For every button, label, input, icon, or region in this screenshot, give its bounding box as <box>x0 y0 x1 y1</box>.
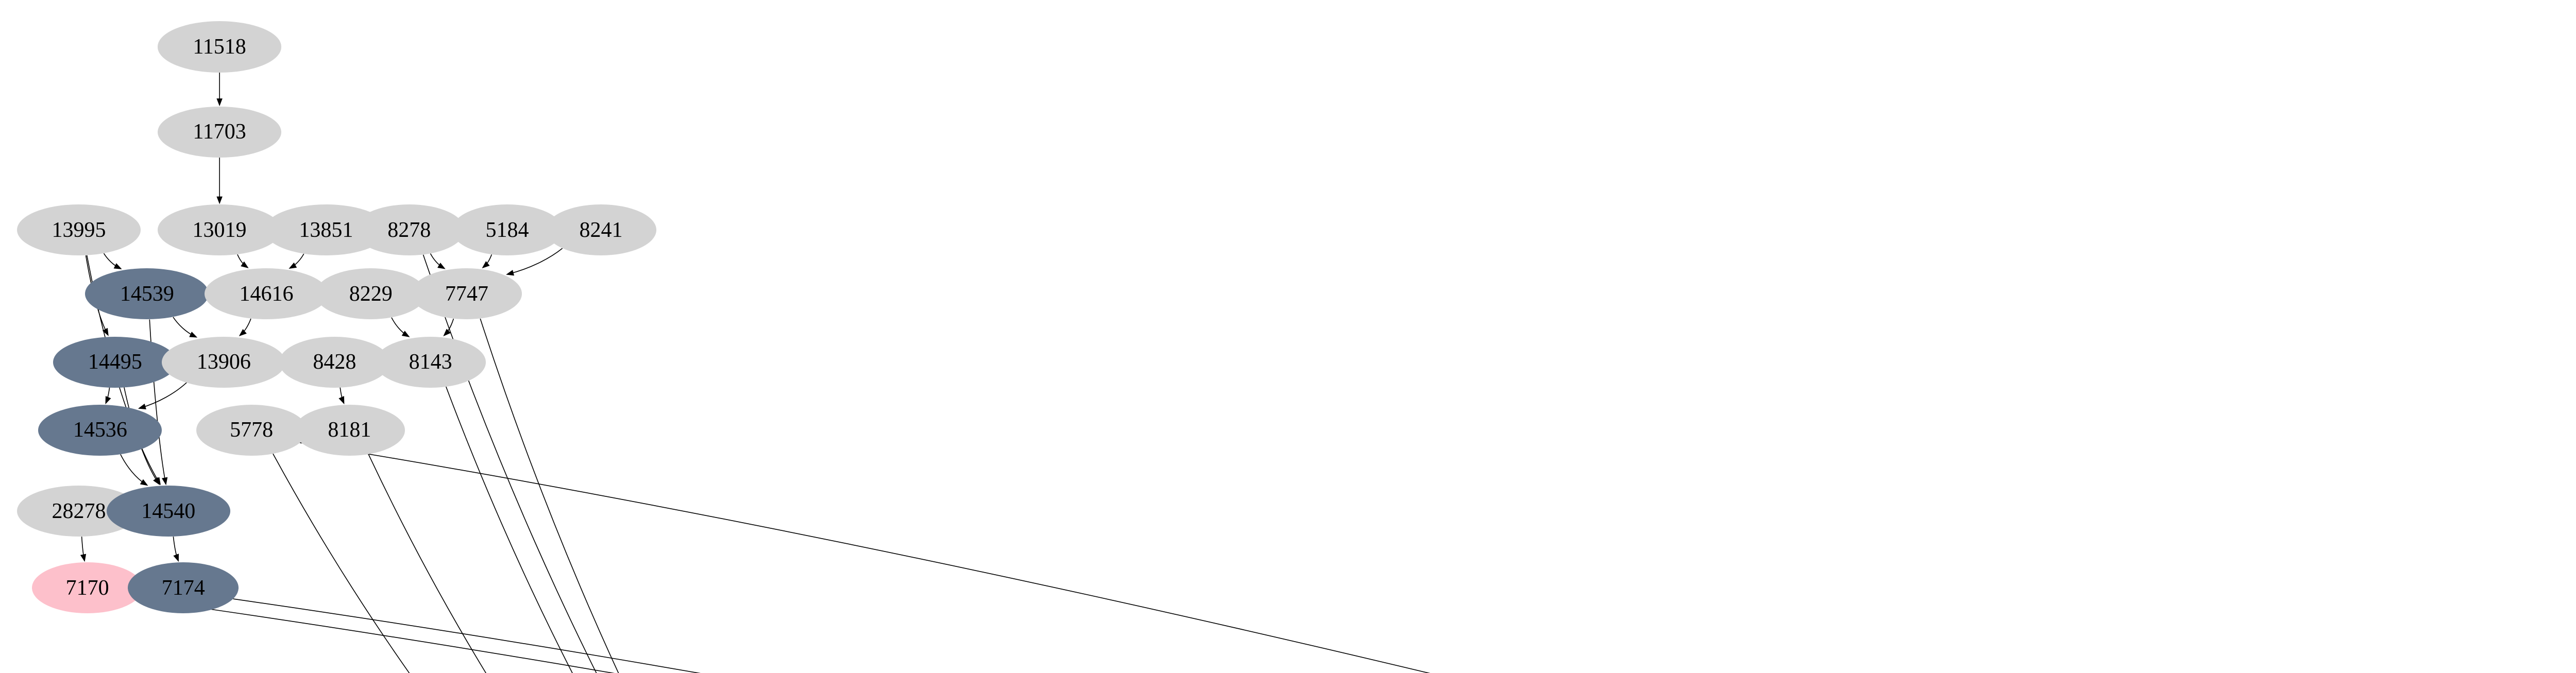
graph-edge <box>273 453 410 673</box>
graph-node-label: 13019 <box>192 218 247 242</box>
graph-edge <box>106 387 110 402</box>
graph-node-label: 5184 <box>485 218 529 242</box>
graph-node-8241[interactable]: 8241 <box>545 204 657 256</box>
graph-node-13019[interactable]: 13019 <box>158 204 281 256</box>
graph-node-label: 8428 <box>313 350 357 374</box>
graph-edge-arrowhead <box>437 263 446 269</box>
graph-node-5778[interactable]: 5778 <box>196 404 307 456</box>
graph-node-11703[interactable]: 11703 <box>158 106 281 158</box>
graph-node-label: 11518 <box>193 34 246 59</box>
graph-node-7747[interactable]: 7747 <box>411 268 522 320</box>
graph-edge <box>233 598 701 673</box>
graph-edge-arrowhead <box>216 98 223 107</box>
graph-edge <box>140 382 187 408</box>
graph-edge-arrowhead <box>189 332 198 338</box>
graph-node-label: 14495 <box>88 350 142 374</box>
graph-edge <box>422 254 597 673</box>
graph-node-label: 13906 <box>196 350 251 374</box>
graph-edge-arrowhead <box>153 477 160 486</box>
graph-edge-arrowhead <box>241 261 249 269</box>
graph-node-label: 8143 <box>409 350 452 374</box>
graph-node-14616[interactable]: 14616 <box>205 268 328 320</box>
graph-node-label: 14540 <box>141 499 196 523</box>
graph-node-8428[interactable]: 8428 <box>279 336 390 388</box>
graph-edge <box>103 253 120 269</box>
graph-node-label: 13995 <box>52 218 106 242</box>
graph-edge-arrowhead <box>113 263 122 269</box>
graph-edge <box>445 318 454 335</box>
graph-node-5184[interactable]: 5184 <box>451 204 563 256</box>
graph-node-14540[interactable]: 14540 <box>106 486 230 537</box>
graph-edge-arrowhead <box>506 270 514 276</box>
graph-edge <box>173 317 195 337</box>
graph-node-8229[interactable]: 8229 <box>315 268 427 320</box>
graph-edge-arrowhead <box>154 477 161 486</box>
graph-edge-arrowhead <box>173 554 179 562</box>
graph-edge <box>368 454 487 673</box>
graph-edge <box>445 386 573 673</box>
graph-node-label: 7174 <box>161 576 205 600</box>
graph-edge <box>299 442 1431 673</box>
graph-edge-arrowhead <box>239 329 247 337</box>
graph-edge-arrowhead <box>105 396 111 405</box>
graph-node-8278[interactable]: 8278 <box>353 204 465 256</box>
graph-edge <box>81 537 85 560</box>
graph-node-7174[interactable]: 7174 <box>128 562 239 614</box>
graph-edge <box>137 598 615 673</box>
graph-edge-arrowhead <box>482 261 490 269</box>
graph-edge <box>237 254 247 267</box>
graph-node-label: 7170 <box>65 576 109 600</box>
graph-edge-arrowhead <box>289 262 297 269</box>
graph-node-label: 5778 <box>230 418 274 442</box>
graph-edge <box>173 537 178 560</box>
graph-node-14536[interactable]: 14536 <box>38 404 162 456</box>
graph-node-13906[interactable]: 13906 <box>162 336 286 388</box>
graph-node-7170[interactable]: 7170 <box>32 562 143 614</box>
graph-edge <box>241 318 251 335</box>
graph-node-11518[interactable]: 11518 <box>158 21 281 73</box>
graph-node-label: 11703 <box>193 120 246 144</box>
graph-node-label: 14536 <box>73 418 127 442</box>
graph-edge-arrowhead <box>161 477 168 486</box>
graph-node-label: 14539 <box>120 282 174 306</box>
graph-edge-arrowhead <box>140 479 148 486</box>
graph-node-14495[interactable]: 14495 <box>53 336 177 388</box>
graph-edge <box>340 387 344 402</box>
graph-edge <box>120 454 146 485</box>
graph-node-8143[interactable]: 8143 <box>375 336 486 388</box>
graph-edge <box>391 317 408 336</box>
graph-node-label: 8229 <box>349 282 393 306</box>
graph-edge-arrowhead <box>443 329 451 337</box>
graph-edge <box>430 253 444 268</box>
graph-node-label: 28278 <box>52 499 106 523</box>
graph-node-14539[interactable]: 14539 <box>85 268 209 320</box>
graph-edge <box>480 318 619 673</box>
graph-edge <box>483 254 493 267</box>
graph-edge-arrowhead <box>338 396 345 405</box>
graph-edge-arrowhead <box>102 327 109 336</box>
graph-edge <box>291 253 304 268</box>
graph-edge-arrowhead <box>80 554 87 562</box>
graph-node-label: 13851 <box>299 218 353 242</box>
graph-node-8181[interactable]: 8181 <box>294 404 405 456</box>
graph-node-label: 8278 <box>387 218 431 242</box>
graph-node-label: 8241 <box>579 218 623 242</box>
graph-edge-arrowhead <box>401 331 410 337</box>
graph-node-label: 14616 <box>239 282 294 306</box>
graph-edge-arrowhead <box>216 196 223 204</box>
graph-node-label: 7747 <box>445 282 488 306</box>
graph-node-13995[interactable]: 13995 <box>17 204 141 256</box>
graph-edge-arrowhead <box>138 403 146 409</box>
graph-node-label: 8181 <box>328 418 371 442</box>
